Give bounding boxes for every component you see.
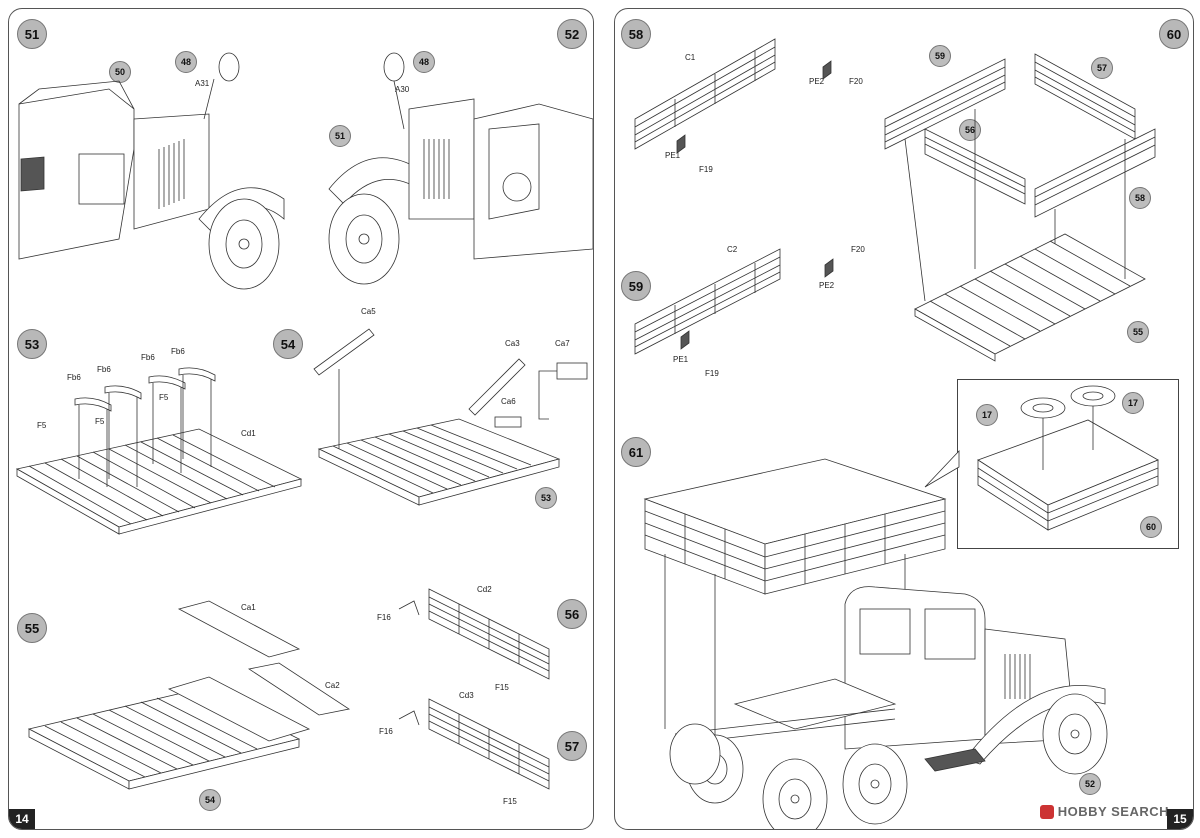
step-56-illustration xyxy=(398,588,550,680)
part-label: Ca2 xyxy=(325,681,340,690)
ref-badge: 53 xyxy=(535,487,557,509)
step-59-illustration xyxy=(634,248,834,355)
ref-badge: 58 xyxy=(1129,187,1151,209)
part-label: F19 xyxy=(705,369,719,378)
deck-planks-icon xyxy=(332,424,532,494)
deck-planks-icon xyxy=(28,434,276,525)
part-label: F15 xyxy=(495,683,509,692)
step-58-badge: 58 xyxy=(621,19,651,49)
part-label: Cd2 xyxy=(477,585,492,594)
part-label: Fb6 xyxy=(171,347,185,356)
part-label: F5 xyxy=(37,421,47,430)
part-label: A31 xyxy=(195,79,210,88)
step-53-illustration xyxy=(15,367,303,535)
step-60-illustration xyxy=(884,53,1156,362)
part-label: F20 xyxy=(851,245,865,254)
step-54-illustration xyxy=(313,328,588,506)
stake-bracket-icon xyxy=(74,367,216,487)
part-label: Fb6 xyxy=(97,365,111,374)
grille-icon xyxy=(1004,654,1031,699)
ref-badge: 51 xyxy=(329,125,351,147)
step-51-illustration xyxy=(18,52,285,290)
part-label: Fb6 xyxy=(67,373,81,382)
step-55-badge: 55 xyxy=(17,613,47,643)
part-label: PE1 xyxy=(665,151,681,160)
ref-badge: 59 xyxy=(929,45,951,67)
ref-badge: 54 xyxy=(199,789,221,811)
part-label: Ca6 xyxy=(501,397,516,406)
part-label: F16 xyxy=(379,727,393,736)
page-number: 14 xyxy=(9,809,35,829)
deck-planks-icon xyxy=(44,697,258,778)
ref-badge: 52 xyxy=(1079,773,1101,795)
part-label: F15 xyxy=(503,797,517,806)
step-51-badge: 51 xyxy=(17,19,47,49)
part-label: Ca7 xyxy=(555,339,570,348)
part-label: Cd3 xyxy=(459,691,474,700)
inset-pointer xyxy=(924,449,960,488)
step-60-badge: 60 xyxy=(1159,19,1189,49)
ref-badge: 57 xyxy=(1091,57,1113,79)
hobby-search-logo-icon xyxy=(1039,804,1054,819)
ref-badge: 17 xyxy=(976,404,998,426)
part-label: PE1 xyxy=(673,355,689,364)
ref-badge: 60 xyxy=(1140,516,1162,538)
step-61-badge: 61 xyxy=(621,437,651,467)
step-58-illustration xyxy=(634,38,832,154)
detail-inset: 17 17 60 xyxy=(957,379,1179,549)
grille-icon xyxy=(423,139,450,199)
step-57-illustration xyxy=(398,698,550,790)
deck-planks-icon xyxy=(929,240,1131,347)
part-label: PE2 xyxy=(819,281,835,290)
ref-badge: 55 xyxy=(1127,321,1149,343)
part-label: C2 xyxy=(727,245,738,254)
part-label: Ca3 xyxy=(505,339,520,348)
step-53-badge: 53 xyxy=(17,329,47,359)
page-number: 15 xyxy=(1167,809,1193,829)
step-54-badge: 54 xyxy=(273,329,303,359)
inset-illustration xyxy=(977,385,1159,531)
part-label: Cd1 xyxy=(241,429,256,438)
part-label: F5 xyxy=(159,393,169,402)
part-label: F19 xyxy=(699,165,713,174)
part-label: A30 xyxy=(395,85,410,94)
part-label: F16 xyxy=(377,613,391,622)
part-label: Ca1 xyxy=(241,603,256,612)
step-61-illustration xyxy=(643,458,1108,829)
step-52-illustration xyxy=(328,52,593,285)
step-59-badge: 59 xyxy=(621,271,651,301)
ref-badge: 48 xyxy=(175,51,197,73)
part-label: F20 xyxy=(849,77,863,86)
part-label: C1 xyxy=(685,53,696,62)
step-55-illustration xyxy=(27,600,351,790)
watermark: HOBBY SEARCH xyxy=(1039,804,1169,819)
grille-icon xyxy=(158,139,185,209)
ref-badge: 48 xyxy=(413,51,435,73)
ref-badge: 56 xyxy=(959,119,981,141)
ref-badge: 17 xyxy=(1122,392,1144,414)
step-56-badge: 56 xyxy=(557,599,587,629)
left-page: 51 50 48 A31 52 48 51 A30 xyxy=(8,8,594,830)
right-page: 58 C1 PE2 F20 PE1 F19 59 C2 F20 PE2 PE1 … xyxy=(614,8,1194,830)
step-52-badge: 52 xyxy=(557,19,587,49)
step-57-badge: 57 xyxy=(557,731,587,761)
part-label: F5 xyxy=(95,417,105,426)
watermark-text: HOBBY SEARCH xyxy=(1057,804,1169,819)
part-label: Ca5 xyxy=(361,307,376,316)
part-label: PE2 xyxy=(809,77,825,86)
part-label: Fb6 xyxy=(141,353,155,362)
